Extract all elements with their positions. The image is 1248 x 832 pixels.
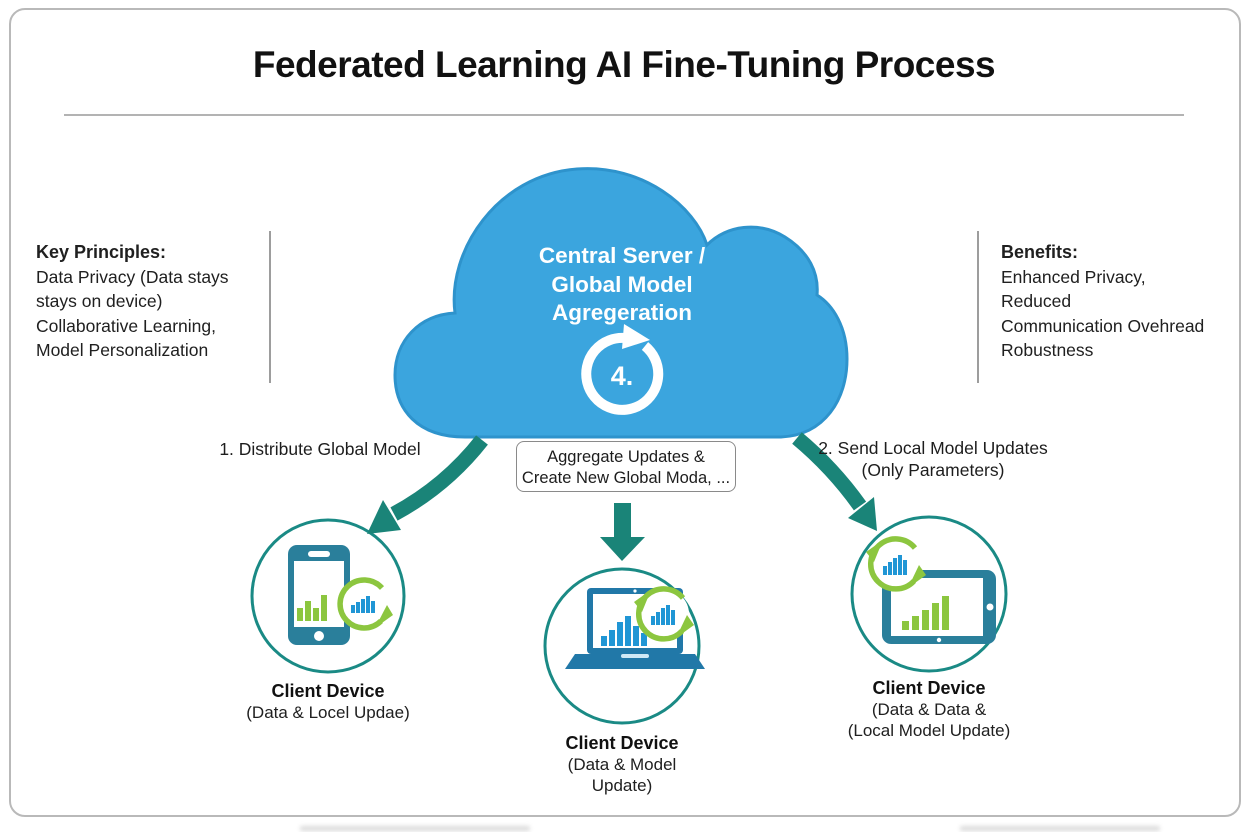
distribute-flow-label: 1. Distribute Global Model bbox=[219, 439, 421, 459]
cloud-label-line: Global Model bbox=[551, 271, 693, 297]
benefits-line: Enhanced Privacy, bbox=[1001, 266, 1146, 287]
aggregate-arrow-icon bbox=[600, 503, 645, 561]
client-center-subtitle: (Data & Model Update) bbox=[522, 755, 722, 796]
right-vertical-divider bbox=[977, 231, 979, 383]
send-arrow-icon bbox=[792, 432, 877, 531]
key-principles-line: Collaborative Learning, bbox=[36, 315, 216, 336]
key-principles-block: Key Principles: Data Privacy (Data stays… bbox=[36, 240, 286, 363]
cloud-label-line: Central Server / bbox=[538, 243, 706, 268]
client-center-title: Client Device bbox=[565, 733, 679, 753]
aggregate-box-line: Aggregate Updates & bbox=[547, 448, 705, 466]
key-principles-line: Model Personalization bbox=[36, 340, 209, 360]
client-right-subtitle-line: (Data & Data & bbox=[871, 700, 987, 719]
sync-refresh-icon bbox=[581, 324, 664, 415]
blue-bar-chart-icon bbox=[351, 596, 375, 613]
key-principles-line: Data Privacy (Data stays bbox=[36, 266, 229, 287]
aggregate-updates-box: Aggregate Updates & Create New Global Mo… bbox=[516, 441, 736, 492]
tablet-icon bbox=[866, 536, 996, 644]
laptop-icon bbox=[565, 586, 705, 669]
cloud-label: Central Server / Global Model Agregerati… bbox=[462, 242, 782, 328]
client-left-subtitle: (Data & Locel Updae) bbox=[246, 703, 410, 722]
send-updates-line: 2. Send Local Model Updates bbox=[818, 438, 1048, 458]
green-bar-chart-icon bbox=[297, 595, 327, 621]
distribute-arrow-icon bbox=[367, 435, 488, 534]
benefits-line: Reduced bbox=[1001, 291, 1072, 311]
left-vertical-divider bbox=[269, 231, 271, 383]
send-updates-flow-label: 2. Send Local Model Updates (Only Parame… bbox=[808, 438, 1058, 481]
cloud-icon bbox=[393, 167, 849, 439]
title-divider bbox=[64, 114, 1184, 116]
cloud-label-line: Agregeration bbox=[551, 300, 693, 325]
step-number: 4. bbox=[610, 361, 634, 391]
aggregate-box-line: Create New Global Moda, ... bbox=[521, 469, 731, 487]
send-updates-line: (Only Parameters) bbox=[861, 459, 1005, 480]
key-principles-line: stays on device) bbox=[36, 291, 163, 311]
key-principles-heading: Key Principles: bbox=[36, 242, 167, 262]
blue-bar-chart-icon bbox=[651, 605, 675, 625]
client-center-subtitle-line: Update) bbox=[591, 775, 653, 795]
benefits-heading: Benefits: bbox=[1001, 242, 1079, 262]
benefits-line: Communication Ovehread bbox=[1001, 315, 1205, 336]
client-right-subtitle: (Data & Data & (Local Model Update) bbox=[814, 700, 1044, 741]
diagram-frame-border bbox=[9, 8, 1241, 817]
client-center-subtitle-line: (Data & Model bbox=[567, 755, 677, 774]
sync-ring-icon bbox=[866, 536, 926, 592]
sync-ring-icon bbox=[337, 577, 393, 631]
blue-bar-chart-icon bbox=[601, 616, 647, 646]
client-right-subtitle-line: (Local Model Update) bbox=[847, 720, 1011, 740]
cropped-text-artifact bbox=[960, 826, 1160, 831]
blue-bar-chart-icon bbox=[883, 555, 907, 575]
client-right-title: Client Device bbox=[872, 678, 986, 698]
smartphone-icon bbox=[288, 545, 393, 645]
benefits-block: Benefits: Enhanced Privacy, Reduced Comm… bbox=[1001, 240, 1248, 363]
sync-ring-icon bbox=[634, 586, 694, 642]
green-bar-chart-icon bbox=[902, 596, 949, 630]
cropped-text-artifact bbox=[300, 826, 530, 831]
benefits-line: Robustness bbox=[1001, 340, 1094, 360]
page-title: Federated Learning AI Fine-Tuning Proces… bbox=[252, 44, 996, 85]
client-left-title: Client Device bbox=[271, 681, 385, 701]
